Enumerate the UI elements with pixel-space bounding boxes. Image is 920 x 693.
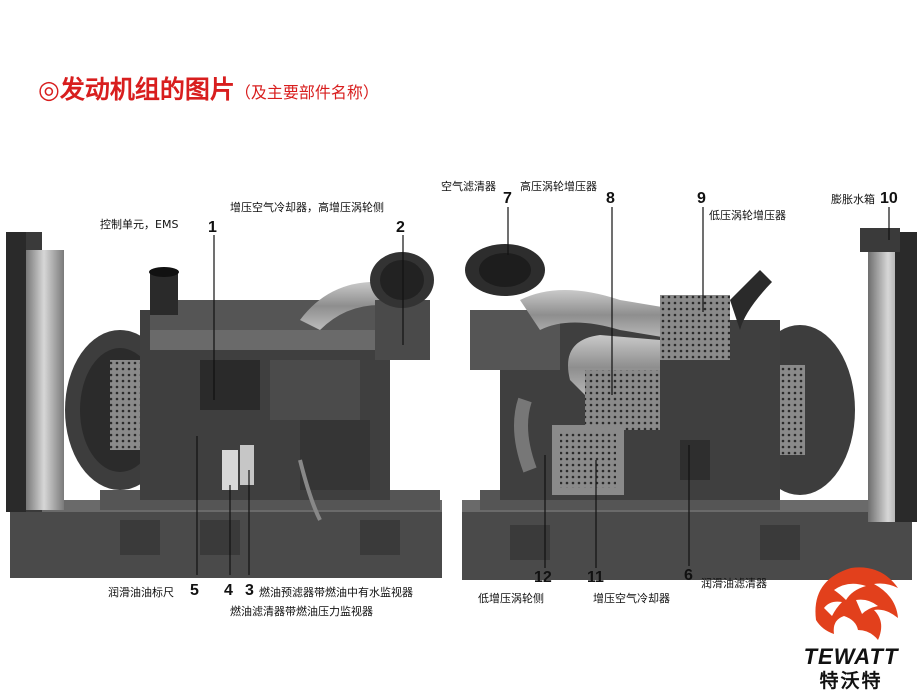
- logo-brand-text: TEWATT: [803, 644, 899, 669]
- label-lp-turbo-side: 低增压涡轮侧: [478, 592, 544, 605]
- tewatt-lion-logo: [815, 567, 898, 640]
- number-11: 11: [587, 569, 604, 586]
- page-title: ◎发动机组的图片（及主要部件名称）: [38, 70, 379, 106]
- label-air-filter: 空气滤清器: [441, 180, 496, 193]
- number-6: 6: [684, 567, 693, 584]
- label-lp-turbo: 低压涡轮增压器: [709, 209, 786, 222]
- number-12: 12: [534, 569, 552, 586]
- number-2: 2: [396, 219, 405, 236]
- label-oil-filter: 润滑油滤清器: [701, 577, 767, 590]
- label-fuel-filter: 燃油滤清器带燃油压力监视器: [230, 605, 373, 618]
- number-10: 10: [880, 190, 898, 207]
- label-hp-turbo: 高压涡轮增压器: [520, 180, 597, 193]
- number-5: 5: [190, 582, 199, 599]
- label-charge-air-cooler-hp: 增压空气冷却器，高增压涡轮侧: [230, 201, 384, 214]
- number-4: 4: [224, 582, 233, 599]
- label-control-unit: 控制单元，EMS: [100, 218, 179, 231]
- left-engine: [6, 232, 442, 578]
- logo-chinese-text: 特沃特: [819, 670, 883, 692]
- right-engine: [462, 228, 917, 580]
- title-main: ◎发动机组的图片: [38, 75, 235, 104]
- label-expansion-tank: 膨胀水箱: [831, 193, 875, 206]
- number-3: 3: [245, 582, 254, 599]
- number-9: 9: [697, 190, 706, 207]
- title-sub: （及主要部件名称）: [234, 83, 379, 102]
- number-8: 8: [606, 190, 615, 207]
- number-7: 7: [503, 190, 512, 207]
- number-1: 1: [208, 219, 217, 236]
- label-dipstick: 润滑油油标尺: [108, 586, 174, 599]
- label-fuel-prefilter: 燃油预滤器带燃油中有水监视器: [259, 586, 413, 599]
- engine-photo: [6, 207, 917, 580]
- label-charge-air-cooler: 增压空气冷却器: [593, 592, 670, 605]
